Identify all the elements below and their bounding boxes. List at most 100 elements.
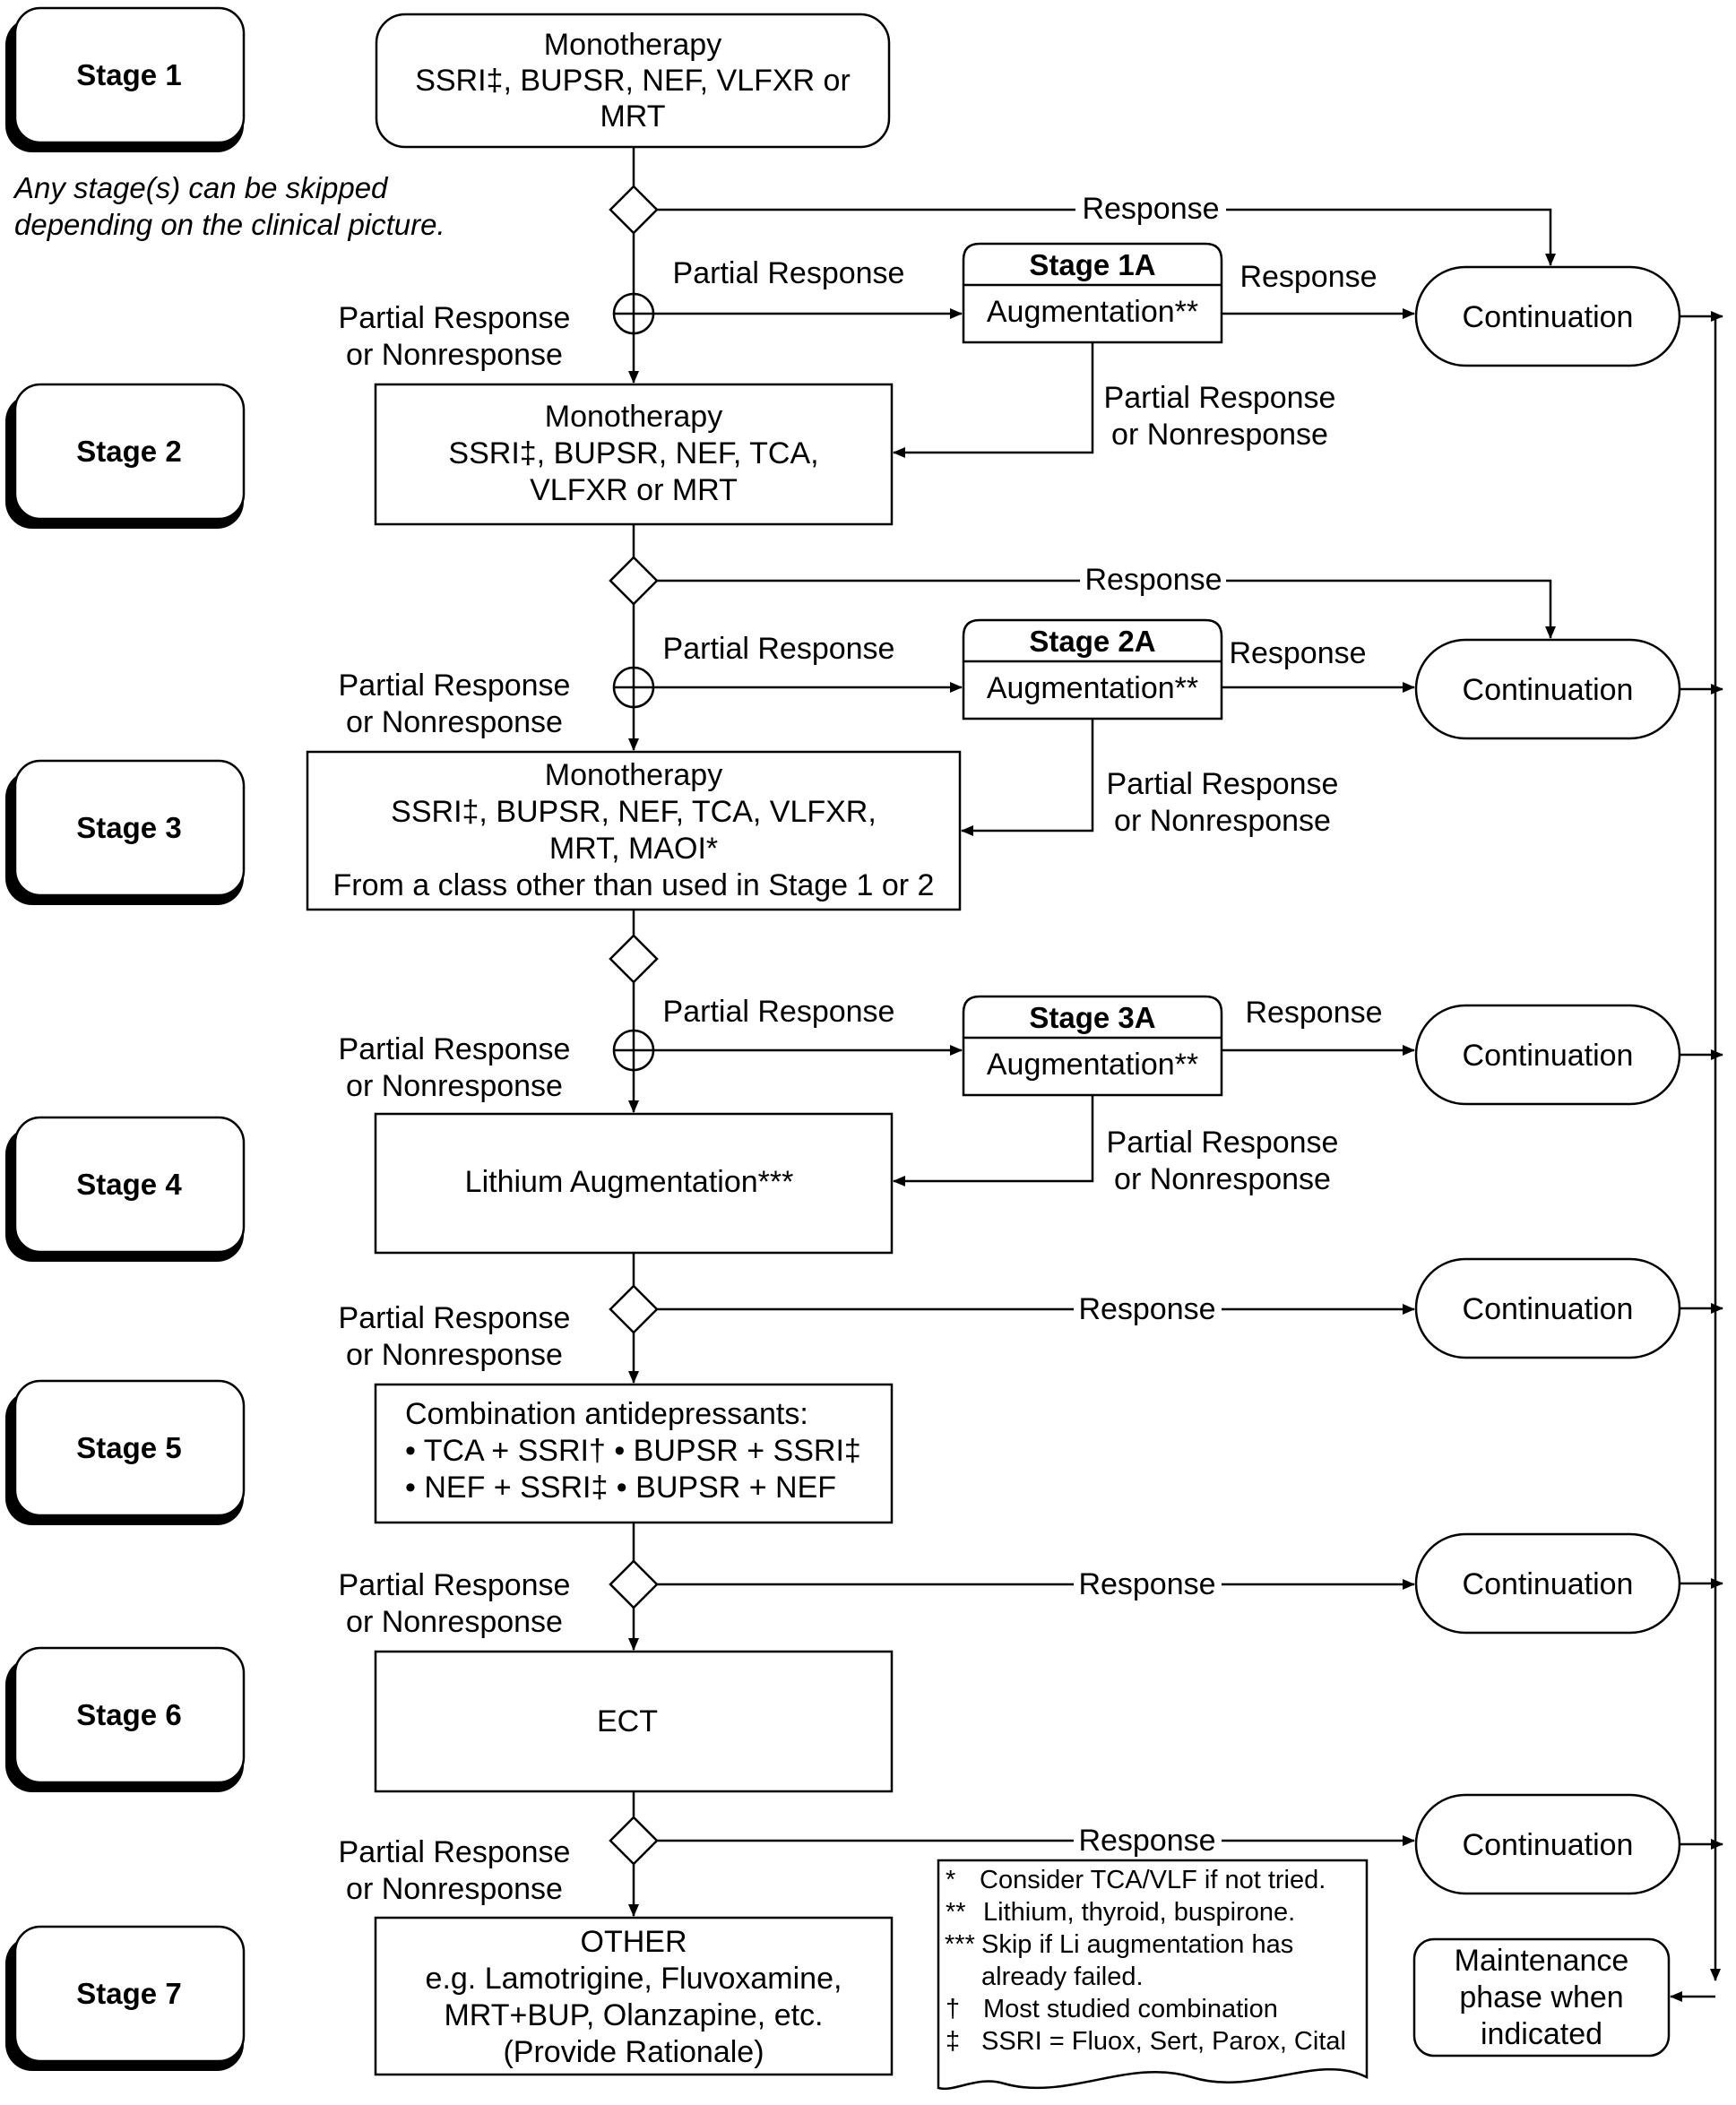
stage-2-text: Stage 2 (76, 435, 181, 468)
response-label-3: Response (1078, 1292, 1215, 1326)
continuation-1: Continuation (1414, 265, 1681, 367)
note-3-text-cont: already failed. (981, 1963, 1144, 1991)
stage-5-text: Stage 5 (76, 1431, 181, 1464)
response-label-1: Response (1082, 192, 1219, 226)
stage-3-box-line-2: SSRI‡, BUPSR, NEF, TCA, VLFXR, (391, 795, 877, 829)
connectors (609, 147, 1723, 2002)
continuation-2: Continuation (1414, 638, 1681, 740)
continuation-1-text: Continuation (1463, 300, 1634, 334)
note-5-text: SSRI = Fluox, Sert, Parox, Cital (981, 2027, 1346, 2056)
stage-3-box-line-1: Monotherapy (545, 758, 722, 792)
stage-1a-augmentation-box: Stage 1A Augmentation** (962, 242, 1223, 344)
stage-4-box-text: Lithium Augmentation*** (465, 1165, 794, 1199)
stage-1a-text: Augmentation** (987, 295, 1198, 329)
aug1-partial-label-line-1: Partial Response (1104, 381, 1336, 415)
response-label-2: Response (1084, 563, 1222, 597)
partial-response-label-2: Partial Response (663, 632, 895, 666)
stage-7-other-box: OTHER e.g. Lamotrigine, Fluvoxamine, MRT… (374, 1916, 894, 2076)
continuation-5-text: Continuation (1463, 1567, 1634, 1601)
stage-3-box-line-3: MRT, MAOI* (549, 832, 718, 866)
spine-partial-label-6-line-1: Partial Response (339, 1835, 571, 1869)
stage-2a-title: Stage 2A (1029, 625, 1155, 658)
continuation-3-text: Continuation (1463, 1039, 1634, 1073)
note-1-text: Consider TCA/VLF if not tried. (980, 1866, 1326, 1894)
spine-partial-label-1-line-1: Partial Response (339, 301, 571, 335)
decision-diamond-2 (609, 556, 659, 606)
stage-2-box-line-3: VLFXR or MRT (530, 473, 738, 507)
spine-partial-label-3-line-2: or Nonresponse (346, 1069, 563, 1103)
edge-labels: Response Response Response Response Resp… (339, 190, 1383, 1906)
note-1-symbol: * (946, 1866, 955, 1894)
aug2-partial-label-line-2: or Nonresponse (1114, 804, 1331, 838)
continuation-6: Continuation (1414, 1793, 1681, 1895)
spine-partial-label-2-line-1: Partial Response (339, 669, 571, 703)
stage-2a-augmentation-box: Stage 2A Augmentation** (962, 618, 1223, 720)
note-3-symbol: *** (945, 1930, 975, 1959)
note-3-text: Skip if Li augmentation has (981, 1930, 1293, 1959)
aug1-partial-label-line-2: or Nonresponse (1111, 418, 1328, 452)
continuation-4-text: Continuation (1463, 1292, 1634, 1326)
stage-3-label: Stage 3 (5, 759, 246, 905)
stage-3-text: Stage 3 (76, 811, 181, 844)
aug2-partial-label-line-1: Partial Response (1107, 767, 1339, 801)
stage-6-ect-box: ECT (374, 1650, 894, 1793)
response-label-3a: Response (1245, 996, 1382, 1030)
decision-diamond-4 (609, 1284, 659, 1334)
note-4-symbol: † (946, 1995, 960, 2023)
stage-6-text: Stage 6 (76, 1698, 181, 1731)
stage-1a-title: Stage 1A (1029, 248, 1155, 281)
aug3-partial-label-line-1: Partial Response (1107, 1126, 1339, 1160)
stage-7-box-line-3: MRT+BUP, Olanzapine, etc. (444, 1998, 823, 2032)
stage-6-label: Stage 6 (5, 1646, 246, 1792)
response-label-2a: Response (1229, 636, 1366, 670)
maintenance-line-3: indicated (1481, 2017, 1602, 2051)
junction-circle-1 (612, 292, 655, 335)
maintenance-phase-box: Maintenance phase when indicated (1412, 1937, 1671, 2058)
stage-1-text: Stage 1 (76, 58, 181, 91)
continuation-5: Continuation (1414, 1532, 1681, 1635)
partial-response-label-3: Partial Response (663, 995, 895, 1029)
skip-note-line-1: Any stage(s) can be skipped (13, 171, 389, 204)
footnotes-box: * Consider TCA/VLF if not tried. ** Lith… (937, 1859, 1369, 2091)
junction-circle-3 (612, 1029, 655, 1072)
stage-1-label: Stage 1 (5, 6, 246, 152)
stage-7-label: Stage 7 (5, 1925, 246, 2071)
maintenance-line-2: phase when (1459, 1980, 1623, 2014)
note-4-text: Most studied combination (983, 1995, 1278, 2023)
stage-3a-augmentation-box: Stage 3A Augmentation** (962, 995, 1223, 1097)
note-5-symbol: ‡ (946, 2027, 960, 2056)
continuation-2-text: Continuation (1463, 673, 1634, 707)
continuation-6-text: Continuation (1463, 1828, 1634, 1862)
decision-diamond-3 (609, 934, 659, 984)
stage-7-text: Stage 7 (76, 1977, 181, 2010)
stage-7-box-line-1: OTHER (581, 1925, 687, 1959)
stage-3-box-line-4: From a class other than used in Stage 1 … (333, 868, 935, 902)
junction-circle-2 (612, 666, 655, 709)
stage-5-box-line-1: Combination antidepressants: (405, 1397, 808, 1431)
stage-3a-text: Augmentation** (987, 1048, 1198, 1082)
stage-2a-text: Augmentation** (987, 671, 1198, 705)
skip-note-line-2: depending on the clinical picture. (14, 208, 445, 241)
stage-3-monotherapy-box: Monotherapy SSRI‡, BUPSR, NEF, TCA, VLFX… (306, 750, 962, 911)
stage-1-monotherapy-box: Monotherapy SSRI‡, BUPSR, NEF, VLFXR or … (375, 13, 891, 149)
stage-7-box-line-2: e.g. Lamotrigine, Fluvoxamine, (426, 1962, 842, 1996)
spine-partial-label-6-line-2: or Nonresponse (346, 1872, 563, 1906)
spine-partial-label-5-line-1: Partial Response (339, 1568, 571, 1602)
stage-1-box-line-3: MRT (600, 99, 665, 134)
response-label-1a: Response (1239, 260, 1377, 294)
stage-4-lithium-box: Lithium Augmentation*** (374, 1112, 894, 1255)
stage-1-box-line-2: SSRI‡, BUPSR, NEF, VLFXR or (415, 64, 851, 98)
aug3-partial-label-line-2: or Nonresponse (1114, 1162, 1331, 1196)
stage-5-label: Stage 5 (5, 1379, 246, 1525)
stage-7-box-line-4: (Provide Rationale) (503, 2035, 764, 2069)
stage-2-label: Stage 2 (5, 383, 246, 529)
decision-diamond-1 (609, 185, 659, 235)
stage-5-combination-box: Combination antidepressants: • TCA + SSR… (374, 1383, 894, 1524)
note-2-symbol: ** (946, 1898, 966, 1927)
stage-4-text: Stage 4 (76, 1168, 182, 1201)
note-2-text: Lithium, thyroid, buspirone. (983, 1898, 1295, 1927)
spine-partial-label-2-line-2: or Nonresponse (346, 705, 563, 739)
continuation-3: Continuation (1414, 1004, 1681, 1106)
partial-response-label-1: Partial Response (673, 256, 905, 290)
